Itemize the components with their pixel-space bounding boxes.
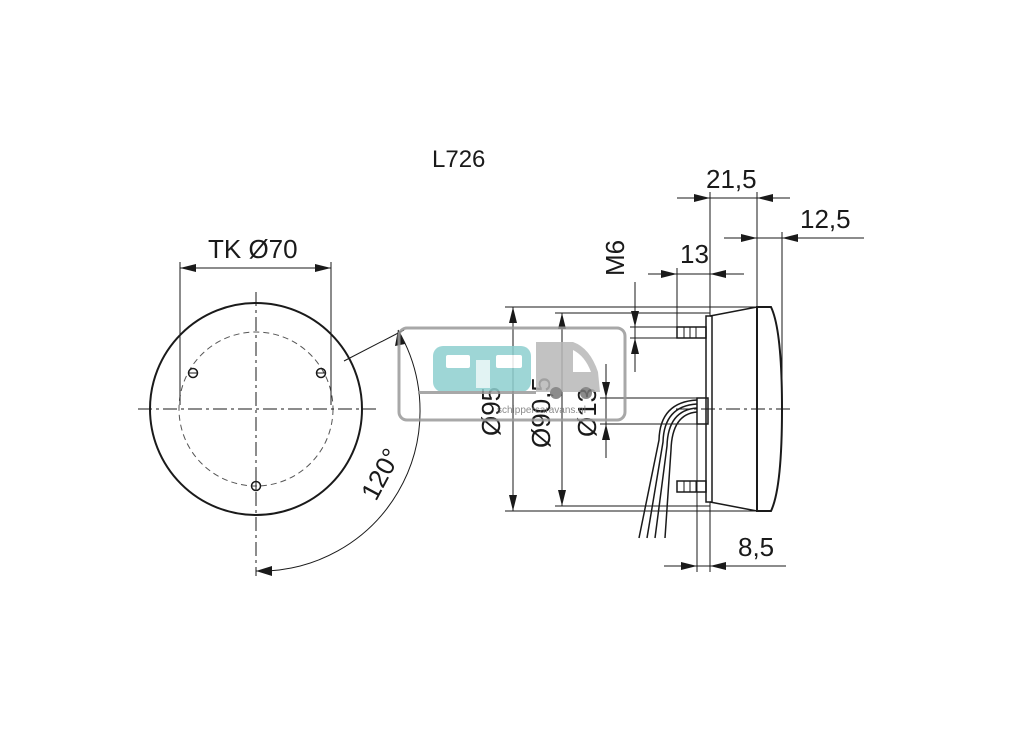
- watermark: schippercaravans.nl: [397, 326, 627, 422]
- stud-top: [676, 326, 707, 339]
- front-view: TK Ø70 120°: [138, 234, 421, 576]
- depth-13-label: 13: [680, 239, 709, 269]
- cables: [638, 399, 698, 539]
- side-view: Ø95 Ø90,5 Ø13 M6 13 21,5: [476, 164, 864, 572]
- cable-boss: [696, 397, 709, 425]
- caravan-icon: [418, 346, 536, 394]
- depth-21-5-label: 21,5: [706, 164, 757, 194]
- watermark-text: schippercaravans.nl: [497, 405, 586, 416]
- depth-12-5-label: 12,5: [800, 204, 851, 234]
- diameter-outer-label: Ø95: [476, 387, 506, 436]
- watermark-frame: [397, 326, 627, 422]
- van-icon: [536, 342, 600, 399]
- angle-label: 120°: [355, 443, 407, 505]
- depth-8-5-label: 8,5: [738, 532, 774, 562]
- stud-bottom: [676, 480, 707, 493]
- bolt-circle-label: TK Ø70: [208, 234, 298, 264]
- thread-label: M6: [600, 240, 630, 276]
- drawing-title: L726: [432, 146, 485, 173]
